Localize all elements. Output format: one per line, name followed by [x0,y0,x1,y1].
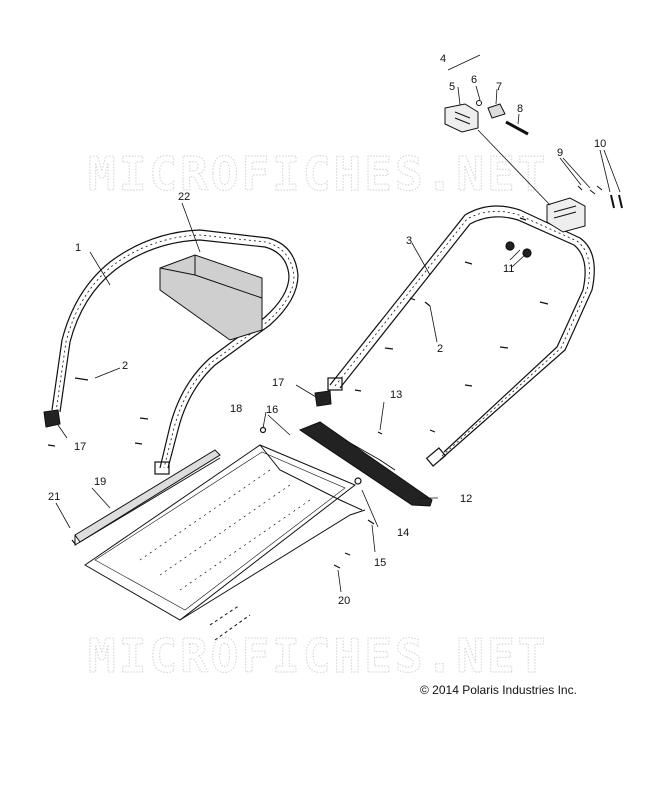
callout-18: 18 [230,403,242,415]
end-cap-right [314,390,332,407]
side-rail [74,449,221,546]
bracket-assembly [444,54,623,233]
callout-17-right: 17 [272,377,284,389]
callout-14: 14 [397,527,409,539]
callout-10: 10 [594,138,606,150]
callout-16: 16 [266,404,278,416]
callouts: 1 2 2 3 4 5 6 7 8 9 10 11 12 13 14 15 16… [48,53,606,607]
floor-pan [84,444,366,641]
callout-22: 22 [178,191,190,203]
callout-21: 21 [48,491,60,503]
callout-15: 15 [374,557,386,569]
callout-9: 9 [557,147,563,159]
right-roll-bar [327,205,595,467]
callout-4: 4 [440,53,446,65]
callout-3: 3 [406,235,412,247]
copyright-notice: © 2014 Polaris Industries Inc. [420,683,577,697]
callout-2-right: 2 [437,343,443,355]
callout-17-left: 17 [74,441,86,453]
end-cap-left [43,409,61,428]
callout-11: 11 [503,263,514,275]
callout-5: 5 [449,81,455,93]
callout-19: 19 [94,476,106,488]
callout-12: 12 [460,493,472,505]
watermark-bottom: MICROFICHES.NET [88,629,548,683]
callout-20: 20 [338,595,350,607]
cross-member [298,421,433,507]
callout-7: 7 [496,81,502,93]
leader-lines [55,85,621,593]
callout-13: 13 [390,389,402,401]
callout-2-left: 2 [122,360,128,372]
watermark-top: MICROFICHES.NET [88,147,548,201]
callout-1: 1 [75,242,81,254]
left-roll-bar [51,229,299,475]
callout-6: 6 [471,74,477,86]
fasteners [47,217,549,569]
callout-8: 8 [517,103,523,115]
roll-bar-pad [159,254,263,341]
